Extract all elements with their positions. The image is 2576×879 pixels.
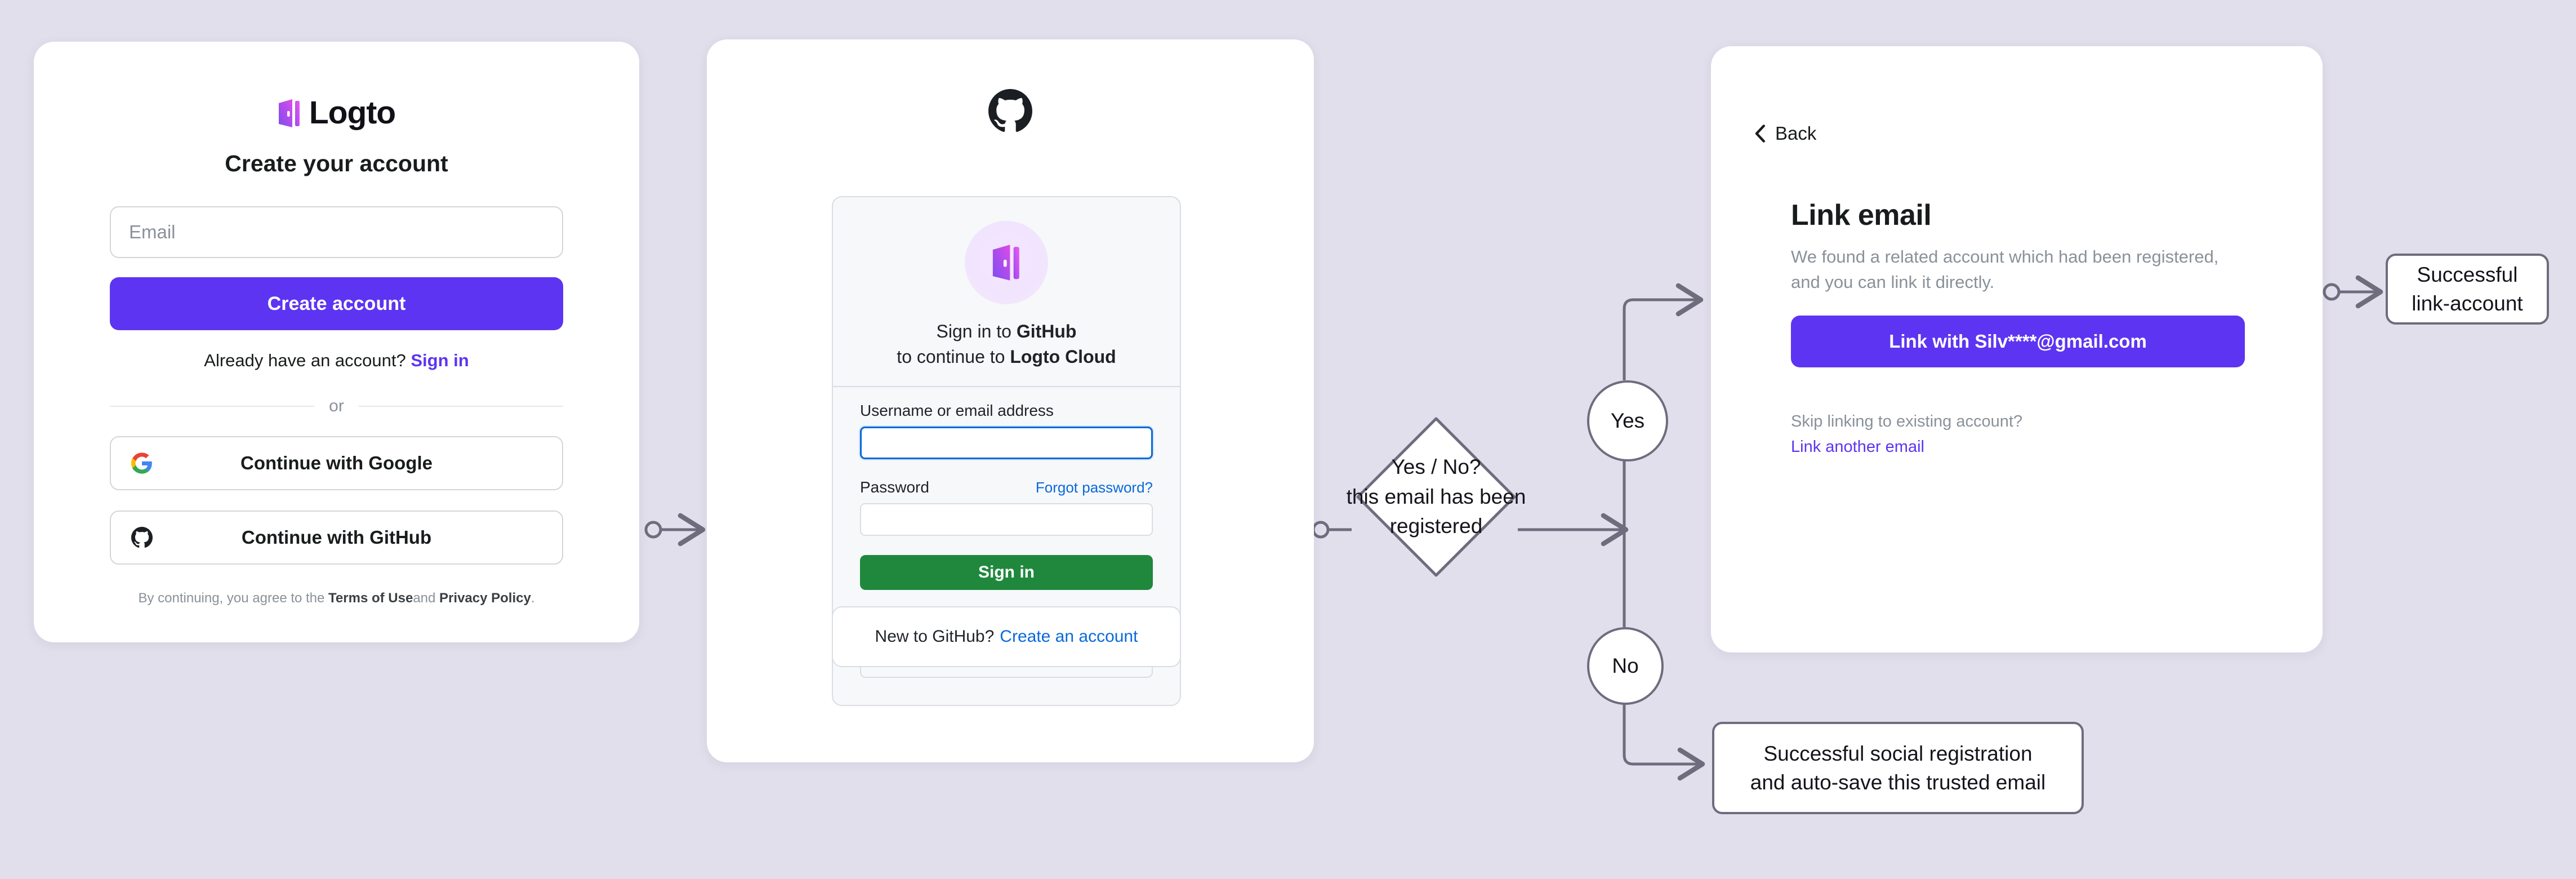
skip-linking-text: Skip linking to existing account? <box>1791 412 2023 430</box>
signin-heading-line1: Sign in to GitHub <box>860 319 1153 344</box>
heading-line2-strong: Logto Cloud <box>1010 347 1116 367</box>
new-to-github-text: New to GitHub? <box>875 627 995 646</box>
terms-notice: By continuing, you agree to the Terms of… <box>110 591 563 606</box>
privacy-policy-link[interactable]: Privacy Policy <box>439 591 531 606</box>
diamond-shape <box>1356 417 1516 577</box>
terms-of-use-link[interactable]: Terms of Use <box>328 591 413 606</box>
outcome-link-line-2: link-account <box>2412 292 2523 315</box>
sign-in-link[interactable]: Sign in <box>411 350 469 370</box>
decision-line-3: registered <box>1389 514 1483 538</box>
yes-branch-node: Yes <box>1587 380 1668 461</box>
outcome-social-line-1: Successful social registration <box>1763 742 2033 765</box>
link-another-email-link[interactable]: Link another email <box>1791 437 1924 456</box>
continue-with-google-label: Continue with Google <box>240 452 433 473</box>
decision-line-1: Yes / No? <box>1391 455 1481 479</box>
username-input[interactable] <box>860 426 1153 459</box>
forgot-password-link[interactable]: Forgot password? <box>1035 478 1153 496</box>
github-sign-in-button[interactable]: Sign in <box>860 554 1153 590</box>
continue-with-google-button[interactable]: Continue with Google <box>110 436 563 490</box>
continue-with-github-label: Continue with GitHub <box>241 527 432 548</box>
heading-line1-strong: GitHub <box>1016 321 1077 341</box>
signin-heading-line2: to continue to Logto Cloud <box>860 344 1153 370</box>
outcome-social-registration-node: Successful social registration and auto-… <box>1712 722 2084 814</box>
username-label: Username or email address <box>860 401 1054 419</box>
heading-line2-prefix: to continue to <box>897 347 1010 367</box>
divider-line-left <box>110 406 315 407</box>
logto-door-icon <box>992 245 1019 281</box>
link-email-title: Link email <box>1791 199 1932 232</box>
or-divider: or <box>110 397 563 416</box>
back-label: Back <box>1775 123 1817 144</box>
decision-node: Yes / No? this email has been registered <box>1347 415 1526 579</box>
decision-line-2: this email has been <box>1346 485 1526 508</box>
email-placeholder: Email <box>129 221 176 242</box>
logto-door-icon <box>278 99 300 127</box>
google-icon <box>130 451 154 475</box>
back-button[interactable]: Back <box>1754 123 1816 144</box>
divider-line-right <box>358 406 563 407</box>
divider-label: or <box>329 397 344 415</box>
outcome-link-line-1: Successful <box>2417 263 2518 286</box>
password-row: Password Forgot password? <box>860 478 1153 496</box>
no-label: No <box>1612 654 1639 677</box>
password-label: Password <box>860 478 929 496</box>
link-email-description: We found a related account which had bee… <box>1791 247 2219 292</box>
github-create-account-link[interactable]: Create an account <box>1000 627 1138 646</box>
page-title: Create your account <box>225 150 448 176</box>
heading-line1-prefix: Sign in to <box>936 321 1017 341</box>
email-field[interactable]: Email <box>110 206 563 258</box>
github-mark-icon <box>988 89 1032 132</box>
terms-prefix: By continuing, you agree to the <box>138 591 325 606</box>
outcome-link-account-node: Successful link-account <box>2386 254 2549 325</box>
yes-label: Yes <box>1610 409 1645 432</box>
already-have-account-text: Already have an account? <box>204 350 406 370</box>
logto-signup-card: Logto Create your account Email Create a… <box>34 42 639 642</box>
app-avatar <box>965 221 1048 304</box>
decision-label: Yes / No? this email has been registered <box>1311 452 1562 541</box>
create-account-button[interactable]: Create account <box>110 277 563 330</box>
outcome-social-line-2: and auto-save this trusted email <box>1750 771 2046 794</box>
signin-heading: Sign in to GitHub to continue to Logto C… <box>860 319 1153 370</box>
link-email-card: Back Link email We found a related accou… <box>1711 46 2323 652</box>
chevron-left-icon <box>1755 125 1766 143</box>
logto-brand: Logto <box>110 97 563 129</box>
already-have-account: Already have an account? Sign in <box>110 350 563 371</box>
continue-with-github-button[interactable]: Continue with GitHub <box>110 510 563 565</box>
github-icon <box>130 526 154 549</box>
no-branch-node: No <box>1587 627 1664 705</box>
panel-divider <box>833 385 1180 387</box>
github-signin-card: Sign in to GitHub to continue to Logto C… <box>707 39 1314 762</box>
password-input[interactable] <box>860 503 1153 536</box>
new-to-github-panel: New to GitHub? Create an account <box>832 606 1181 667</box>
brand-name: Logto <box>309 95 396 131</box>
terms-and: and <box>413 591 436 606</box>
terms-suffix: . <box>531 591 535 606</box>
link-with-email-button[interactable]: Link with Silv****@gmail.com <box>1791 315 2245 367</box>
